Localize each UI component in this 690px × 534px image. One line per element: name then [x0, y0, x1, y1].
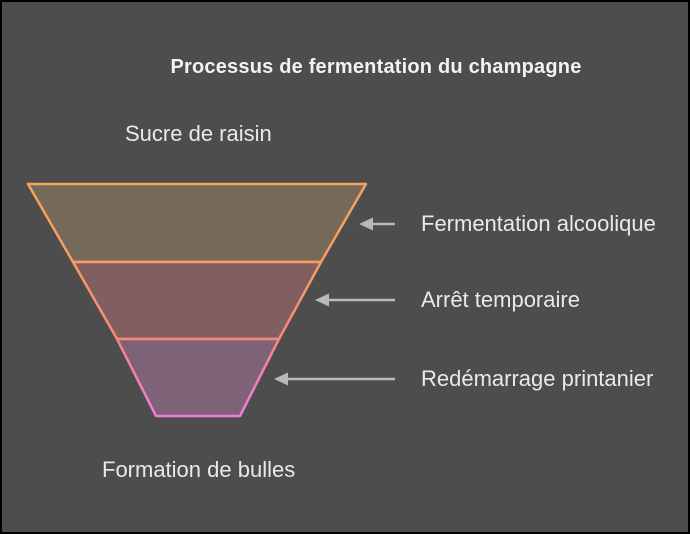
funnel-segment-3	[115, 337, 281, 418]
arrow-fermentation-alcoolique	[359, 217, 395, 231]
funnel-bottom-label: Formation de bulles	[102, 457, 296, 482]
arrow-redemarrage-printanier	[274, 372, 395, 386]
arrowhead-icon	[315, 293, 329, 307]
arrowhead-icon	[274, 372, 288, 386]
funnel-top-label: Sucre de raisin	[125, 121, 272, 146]
segment-label-fermentation-alcoolique: Fermentation alcoolique	[421, 211, 656, 236]
diagram-title: Processus de fermentation du champagne	[170, 56, 582, 78]
segment-label-redemarrage-printanier: Redémarrage printanier	[421, 366, 654, 391]
arrow-arret-temporaire	[315, 293, 395, 307]
arrowhead-icon	[359, 217, 373, 231]
funnel-segment-2	[71, 260, 323, 341]
funnel-segment-1	[26, 182, 368, 264]
segment-label-arret-temporaire: Arrêt temporaire	[421, 287, 580, 312]
